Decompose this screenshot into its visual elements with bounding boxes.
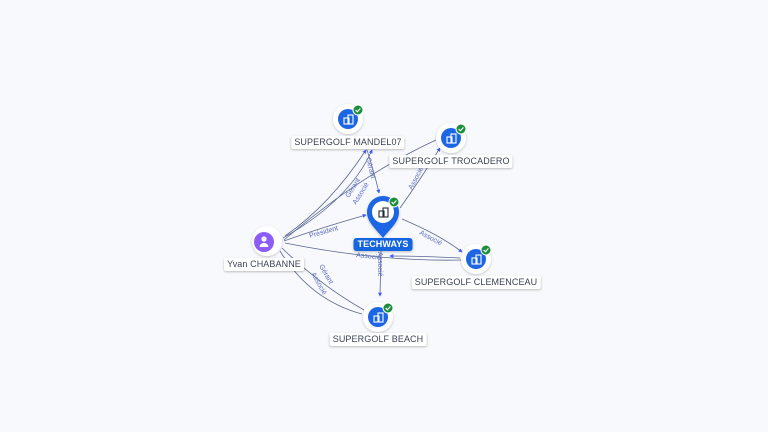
edge-label-associe-from-clemenceau: Associé: [356, 252, 381, 262]
node-label-techways[interactable]: TECHWAYS: [353, 238, 413, 251]
verified-check-icon: [388, 196, 400, 208]
verified-check-icon: [352, 104, 364, 116]
verified-check-icon: [382, 302, 394, 314]
node-label-trocadero[interactable]: SUPERGOLF TROCADERO: [389, 155, 513, 168]
edge-yvan-clemenceau[interactable]: [284, 242, 463, 261]
edge-label-associe-trocadero: Associé: [408, 166, 426, 191]
node-label-clemenceau[interactable]: SUPERGOLF CLEMENCEAU: [411, 276, 541, 289]
edge-label-gerant-techways: Gérant: [364, 157, 376, 180]
building-icon: [471, 254, 482, 265]
building-icon: [343, 114, 354, 125]
building-icon: [378, 207, 389, 218]
edge-techways-beach[interactable]: [378, 249, 383, 297]
verified-check-icon: [480, 244, 492, 256]
edge-yvan-mandel-gerant[interactable]: [284, 149, 367, 237]
edge-techways-trocadero[interactable]: [399, 147, 441, 209]
person-icon: [259, 236, 269, 247]
node-label-yvan[interactable]: Yvan CHABANNE: [224, 258, 304, 271]
edge-techways-clemenceau[interactable]: [401, 218, 463, 253]
edge-label-associe-beach: Associé: [376, 252, 383, 277]
node-label-mandel[interactable]: SUPERGOLF MANDEL07: [291, 136, 405, 149]
edge-clemenceau-techways[interactable]: [389, 254, 461, 259]
edge-yvan-beach-gerant[interactable]: [281, 247, 365, 311]
node-label-beach[interactable]: SUPERGOLF BEACH: [329, 333, 427, 346]
edge-yvan-trocadero[interactable]: [283, 139, 437, 241]
edge-yvan-techways[interactable]: [283, 213, 367, 242]
node-yvan[interactable]: [252, 226, 282, 256]
building-icon: [373, 312, 384, 323]
building-icon: [446, 133, 457, 144]
verified-check-icon: [455, 123, 467, 135]
